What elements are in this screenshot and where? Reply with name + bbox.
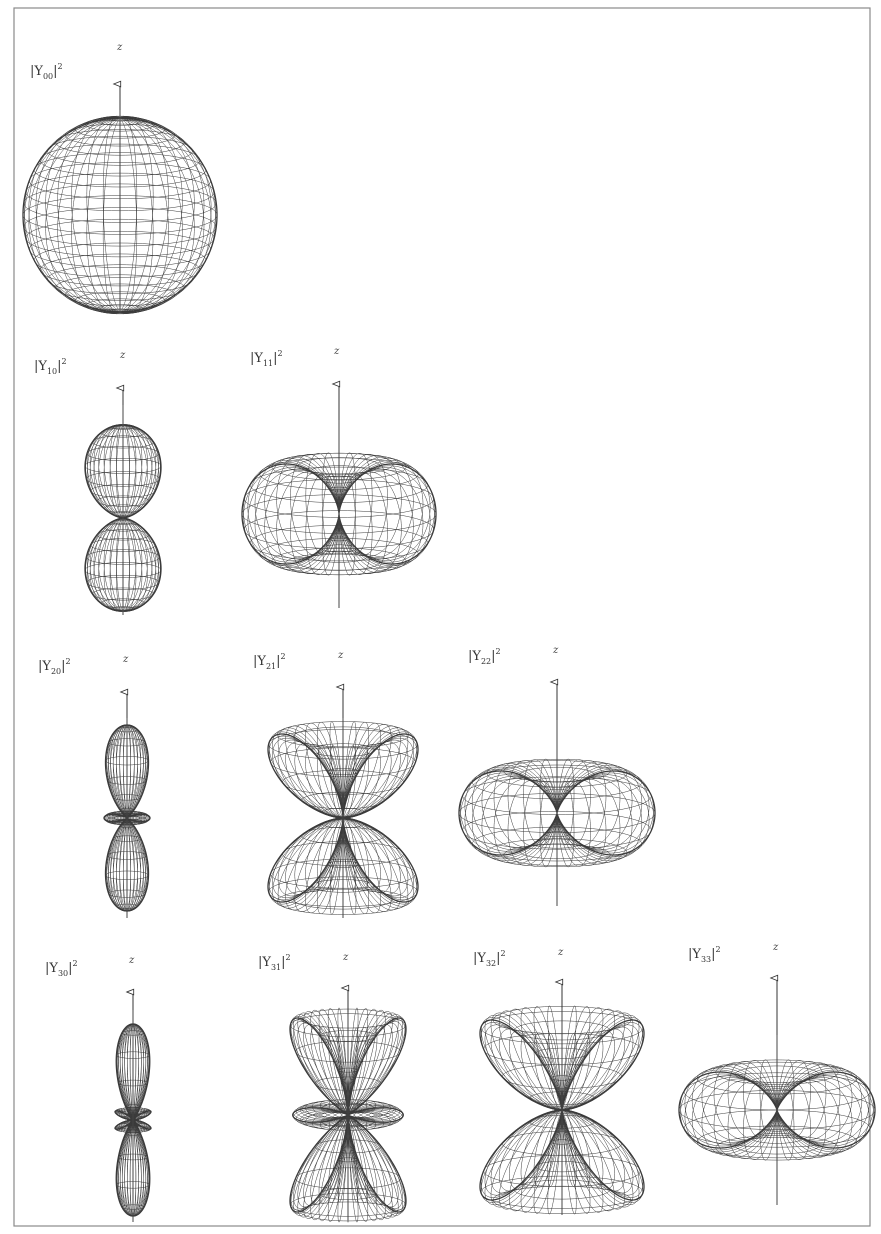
harmonic-label-y20: |Y20|2	[38, 657, 71, 676]
harmonic-label-y30: |Y30|2	[45, 959, 78, 978]
meridian-line	[714, 1080, 777, 1157]
z-axis-label-y21: z	[337, 650, 344, 661]
z-axis-label-y22: z	[552, 645, 559, 656]
plot-y30: |Y30|2 z	[45, 955, 151, 1222]
meridian-line	[116, 725, 128, 911]
meridian-line	[248, 468, 339, 568]
meridian-line	[123, 425, 156, 611]
surface-y20	[104, 692, 150, 918]
meridian-line	[127, 725, 139, 911]
plot-y32: |Y32|2 z	[473, 947, 644, 1215]
meridian-line	[127, 725, 145, 911]
z-axis-label-y30: z	[128, 955, 135, 966]
harmonic-label-y00: |Y00|2	[30, 62, 63, 81]
surface-y30	[115, 992, 151, 1222]
meridian-line	[116, 725, 128, 911]
z-axis-label-y31: z	[342, 952, 349, 963]
z-axis-label-y20: z	[122, 654, 129, 665]
harmonic-label-y11: |Y11|2	[250, 349, 283, 368]
harmonic-label-y32: |Y32|2	[473, 949, 506, 968]
meridian-line	[123, 425, 159, 611]
plot-y33: |Y33|2 z	[679, 942, 875, 1205]
meridian-line	[87, 425, 123, 611]
z-axis-label-y33: z	[772, 942, 779, 953]
meridian-line	[46, 118, 120, 313]
plot-y10: |Y10|2 z	[34, 350, 161, 615]
harmonic-label-y10: |Y10|2	[34, 357, 67, 376]
meridian-line	[123, 425, 159, 611]
meridian-line	[123, 425, 152, 611]
surface-y22	[459, 682, 655, 906]
surface-y33	[679, 978, 875, 1205]
harmonic-label-y22: |Y22|2	[468, 647, 501, 666]
meridian-line	[94, 425, 123, 611]
meridian-line	[777, 1080, 840, 1157]
z-axis-label-y10: z	[119, 350, 126, 361]
meridian-line	[127, 725, 145, 911]
surface-y32	[480, 982, 644, 1215]
meridian-line	[777, 1063, 840, 1140]
meridian-line	[90, 425, 123, 611]
meridian-line	[714, 1063, 777, 1140]
meridian-line	[87, 425, 123, 611]
plot-y11: |Y11|2 z	[242, 346, 436, 608]
z-axis-label-y00: z	[116, 42, 123, 53]
surface-y21	[268, 687, 418, 918]
meridian-line	[248, 460, 339, 560]
meridian-line	[120, 118, 194, 313]
harmonic-label-y31: |Y31|2	[258, 953, 291, 972]
harmonic-label-y21: |Y21|2	[253, 652, 286, 671]
surface-y00	[23, 84, 217, 314]
meridian-line	[109, 725, 127, 911]
meridian-line	[127, 725, 139, 911]
meridian-line	[120, 117, 194, 312]
meridian-line	[109, 725, 127, 911]
surface-y31	[290, 988, 406, 1222]
meridian-line	[339, 460, 430, 560]
meridian-line	[339, 468, 430, 568]
surface-y11	[242, 384, 436, 608]
meridian-line	[46, 117, 120, 312]
surface-y10	[85, 388, 161, 615]
meridian-line	[123, 425, 152, 611]
plot-y21: |Y21|2 z	[253, 650, 418, 918]
meridian-line	[94, 425, 123, 611]
plot-y20: |Y20|2 z	[38, 654, 150, 918]
z-axis-label-y11: z	[333, 346, 340, 357]
plot-y31: |Y31|2 z	[258, 952, 406, 1222]
meridian-line	[90, 425, 123, 611]
meridian-line	[23, 118, 120, 312]
plot-y00: |Y00|2 z	[23, 42, 217, 314]
z-axis-label-y32: z	[557, 947, 564, 958]
harmonic-label-y33: |Y33|2	[688, 945, 721, 964]
plot-y22: |Y22|2 z	[459, 645, 655, 906]
meridian-line	[120, 118, 217, 312]
meridian-line	[123, 425, 156, 611]
